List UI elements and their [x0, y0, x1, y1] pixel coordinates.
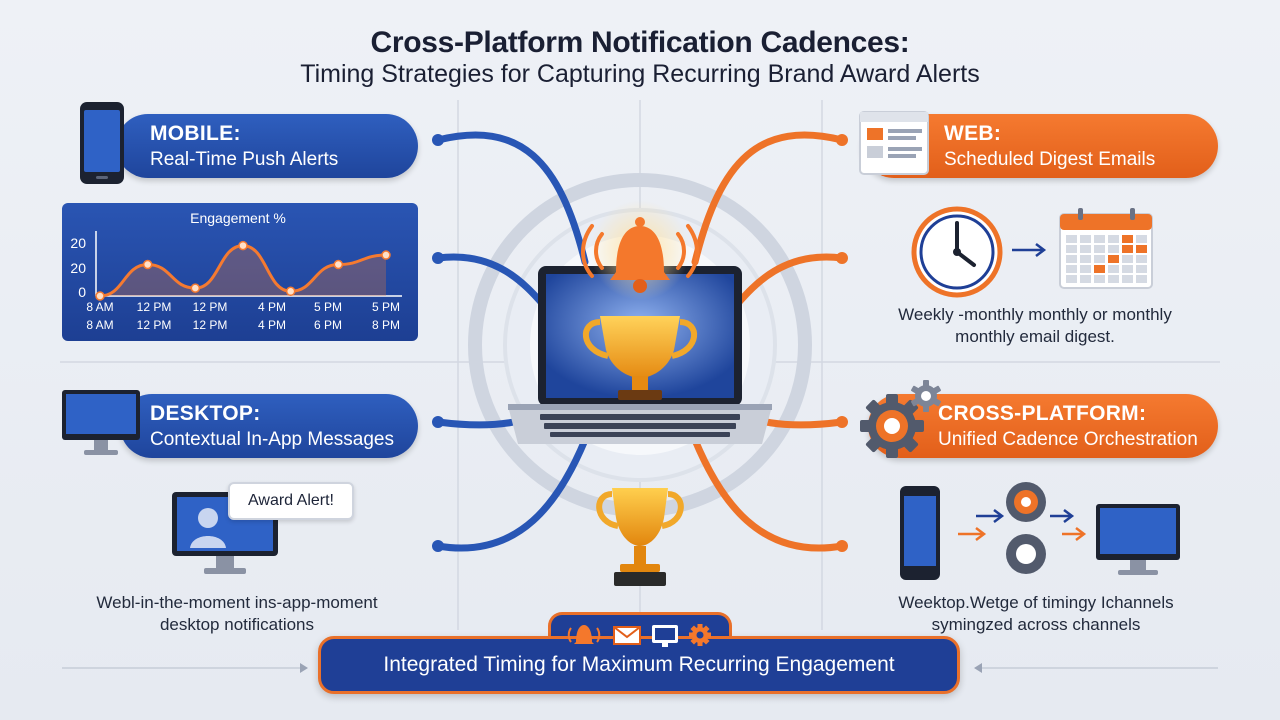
mobile-subtitle: Real-Time Push Alerts — [150, 148, 339, 170]
data-point — [285, 286, 296, 297]
web-heading: WEB: — [944, 121, 1002, 145]
calendar-day-cell — [1122, 275, 1133, 283]
mobile-heading: MOBILE: — [150, 121, 241, 145]
clock-icon — [911, 206, 1003, 298]
x-tick-label: 8 AM — [86, 318, 113, 332]
data-point — [190, 283, 201, 293]
calendar-day-cell — [1066, 255, 1077, 263]
x-tick-label: 12 PM — [137, 318, 172, 332]
arrow-right-icon — [1012, 243, 1047, 257]
x-tick-label: 8 PM — [372, 318, 400, 332]
gears-icon — [860, 380, 941, 458]
x-tick-label: 6 PM — [314, 318, 342, 332]
calendar-day-cell — [1080, 255, 1091, 263]
desktop-monitor-icon — [62, 390, 140, 455]
calendar-day-cell — [1094, 235, 1105, 243]
gear-icon — [689, 624, 711, 646]
chart-title: Engagement % — [190, 210, 286, 226]
trophy-bottom-icon — [596, 488, 684, 586]
cross-platform-heading: CROSS-PLATFORM: — [938, 401, 1147, 425]
calendar-day-cell — [1136, 275, 1147, 283]
web-caption-line2: monthly email digest. — [955, 327, 1115, 346]
cross-platform-pill: CROSS-PLATFORM: Unified Cadence Orchestr… — [868, 394, 1218, 458]
x-tick-label: 5 PM — [372, 300, 400, 314]
calendar-day-cell — [1094, 245, 1105, 253]
x-tick-label: 12 PM — [193, 300, 228, 314]
page-title: Cross-Platform Notification Cadences: — [370, 26, 910, 59]
calendar-day-cell — [1108, 235, 1119, 243]
y-tick-label: 20 — [70, 235, 86, 251]
calendar-day-cell — [1108, 265, 1119, 273]
data-point — [238, 240, 248, 251]
calendar-day-cell — [1136, 265, 1147, 273]
calendar-day-cell — [1066, 275, 1077, 283]
bottom-banner: Integrated Timing for Maximum Recurring … — [318, 636, 960, 694]
calendar-day-cell — [1094, 265, 1105, 273]
calendar-day-cell — [1108, 245, 1119, 253]
x-tick-label: 12 PM — [137, 300, 172, 314]
page-subtitle: Timing Strategies for Capturing Recurrin… — [300, 60, 980, 88]
desktop-pill: DESKTOP: Contextual In-App Messages — [120, 394, 418, 458]
web-caption: Weekly -monthly monthly or monthly month… — [862, 304, 1208, 348]
x-tick-label: 4 PM — [258, 318, 286, 332]
calendar-day-cell — [1066, 265, 1077, 273]
y-tick-label: 20 — [70, 260, 86, 276]
browser-window-icon — [859, 111, 929, 175]
monitor-icon — [652, 625, 678, 647]
calendar-day-cell — [1094, 255, 1105, 263]
calendar-day-cell — [1122, 235, 1133, 243]
award-alert-bubble: Award Alert! — [228, 482, 354, 520]
calendar-day-cell — [1066, 245, 1077, 253]
desktop-caption-line2: desktop notifications — [159, 615, 315, 634]
calendar-day-cell — [1094, 275, 1105, 283]
calendar-day-cell — [1136, 255, 1147, 263]
calendar-day-cell — [1136, 245, 1147, 253]
channel-sync-diagram — [900, 482, 1180, 580]
x-tick-label: 4 PM — [258, 300, 286, 314]
x-tick-label: 8 AM — [86, 300, 113, 314]
x-tick-label: 12 PM — [193, 318, 228, 332]
x-tick-label: 5 PM — [314, 300, 342, 314]
data-point — [142, 259, 153, 270]
cross-caption-line2: symingzed across channels — [931, 615, 1141, 634]
data-point — [381, 250, 391, 260]
calendar-day-cell — [1080, 275, 1091, 283]
data-point — [95, 291, 105, 301]
calendar-day-cell — [1080, 265, 1091, 273]
calendar-day-cell — [1122, 265, 1133, 273]
calendar-day-cell — [1080, 235, 1091, 243]
desktop-heading: DESKTOP: — [150, 401, 261, 425]
calendar-day-cell — [1108, 275, 1119, 283]
calendar-day-cell — [1066, 235, 1077, 243]
central-laptop-illustration — [508, 200, 772, 444]
cross-platform-subtitle: Unified Cadence Orchestration — [938, 428, 1198, 450]
desktop-subtitle: Contextual In-App Messages — [150, 428, 394, 450]
web-subtitle: Scheduled Digest Emails — [944, 148, 1156, 170]
bell-icon — [610, 217, 670, 293]
smartphone-icon — [80, 102, 124, 184]
calendar-day-cell — [1122, 255, 1133, 263]
desktop-caption: Webl-in-the-moment ins-app-moment deskto… — [62, 592, 412, 636]
cross-caption-line1: Weektop.Wetge of timingy Ichannels — [898, 593, 1174, 612]
series-area — [100, 245, 386, 296]
calendar-day-cell — [1122, 245, 1133, 253]
envelope-icon — [613, 626, 641, 645]
calendar-day-cell — [1108, 255, 1119, 263]
web-caption-line1: Weekly -monthly monthly or monthly — [898, 305, 1172, 324]
desktop-caption-line1: Webl-in-the-moment ins-app-moment — [96, 593, 378, 612]
cross-platform-caption: Weektop.Wetge of timingy Ichannels symin… — [866, 592, 1206, 636]
calendar-day-cell — [1080, 245, 1091, 253]
trophy-icon — [582, 316, 698, 400]
calendar-icon — [1059, 208, 1153, 289]
bell-icon — [567, 625, 601, 644]
bottom-channel-icons — [567, 624, 711, 647]
mobile-pill: MOBILE: Real-Time Push Alerts — [116, 114, 418, 178]
data-point — [333, 259, 344, 270]
y-tick-label: 0 — [78, 284, 86, 300]
calendar-day-cell — [1136, 235, 1147, 243]
